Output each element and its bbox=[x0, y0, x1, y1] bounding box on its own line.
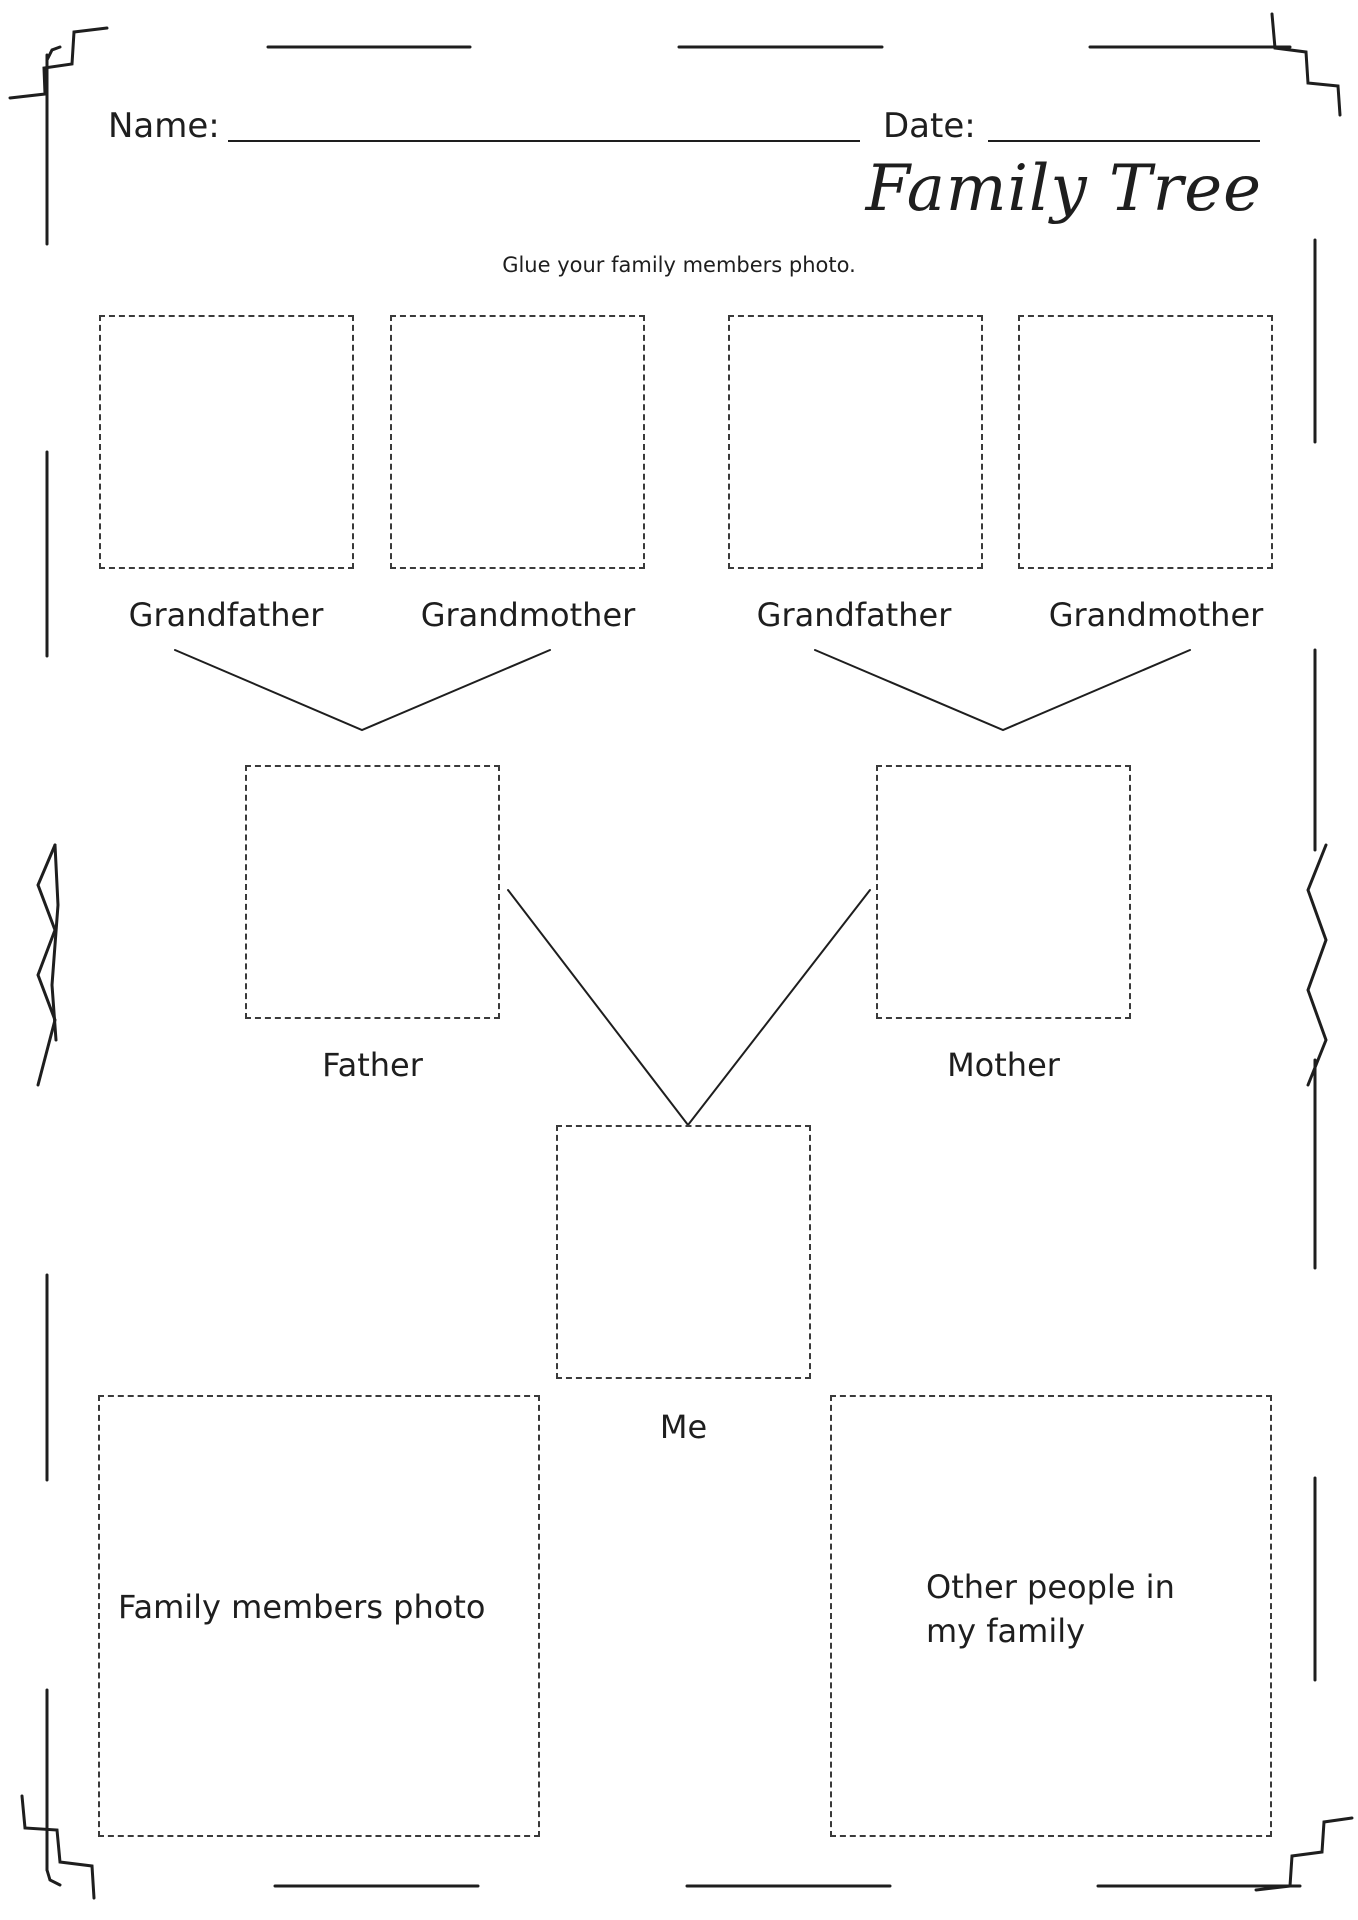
date-field-line[interactable] bbox=[988, 140, 1260, 142]
father-photo-box[interactable] bbox=[245, 765, 500, 1019]
other-people-label-line2: my family bbox=[926, 1612, 1086, 1650]
mother-label: Mother bbox=[947, 1046, 1060, 1084]
corner-zigzag-top-left bbox=[45, 45, 62, 62]
maternal-grandmother-label: Grandmother bbox=[1048, 596, 1264, 634]
left-side-zigzag bbox=[36, 843, 57, 1087]
family-members-photo-label: Family members photo bbox=[118, 1588, 486, 1626]
maternal-grandfather-photo-box[interactable] bbox=[728, 315, 983, 569]
paternal-grandfather-photo-box[interactable] bbox=[99, 315, 354, 569]
parents-to-me-connector bbox=[507, 889, 871, 1127]
left-side-zigzag bbox=[50, 843, 60, 1042]
me-photo-box[interactable] bbox=[556, 1125, 811, 1379]
corner-zigzag-top-left bbox=[8, 26, 109, 100]
instruction-text: Glue your family members photo. bbox=[502, 253, 856, 277]
family-members-photo-box[interactable]: Family members photo bbox=[98, 1395, 540, 1837]
paternal-grandmother-photo-box[interactable] bbox=[390, 315, 645, 569]
corner-zigzag-bottom-left bbox=[20, 1794, 96, 1900]
me-label: Me bbox=[659, 1408, 708, 1446]
paternal-grandmother-label: Grandmother bbox=[420, 596, 636, 634]
mother-photo-box[interactable] bbox=[876, 765, 1131, 1019]
maternal-grandmother-photo-box[interactable] bbox=[1018, 315, 1273, 569]
right-side-zigzag bbox=[1306, 843, 1328, 1087]
father-label: Father bbox=[322, 1046, 423, 1084]
corner-zigzag-bottom-left bbox=[45, 1868, 62, 1887]
name-label: Name: bbox=[108, 106, 220, 146]
paternal-grandparents-connector bbox=[174, 649, 551, 732]
date-label: Date: bbox=[883, 106, 976, 146]
corner-zigzag-top-right bbox=[1270, 12, 1342, 117]
other-people-label-line1: Other people in bbox=[926, 1568, 1175, 1606]
maternal-grandfather-label: Grandfather bbox=[756, 596, 952, 634]
other-people-box[interactable]: Other people in my family bbox=[830, 1395, 1272, 1837]
corner-zigzag-bottom-right bbox=[1254, 1816, 1354, 1892]
maternal-grandparents-connector bbox=[814, 649, 1191, 732]
paternal-grandfather-label: Grandfather bbox=[128, 596, 324, 634]
page-title: Family Tree bbox=[865, 152, 1262, 226]
name-field-line[interactable] bbox=[228, 140, 860, 142]
